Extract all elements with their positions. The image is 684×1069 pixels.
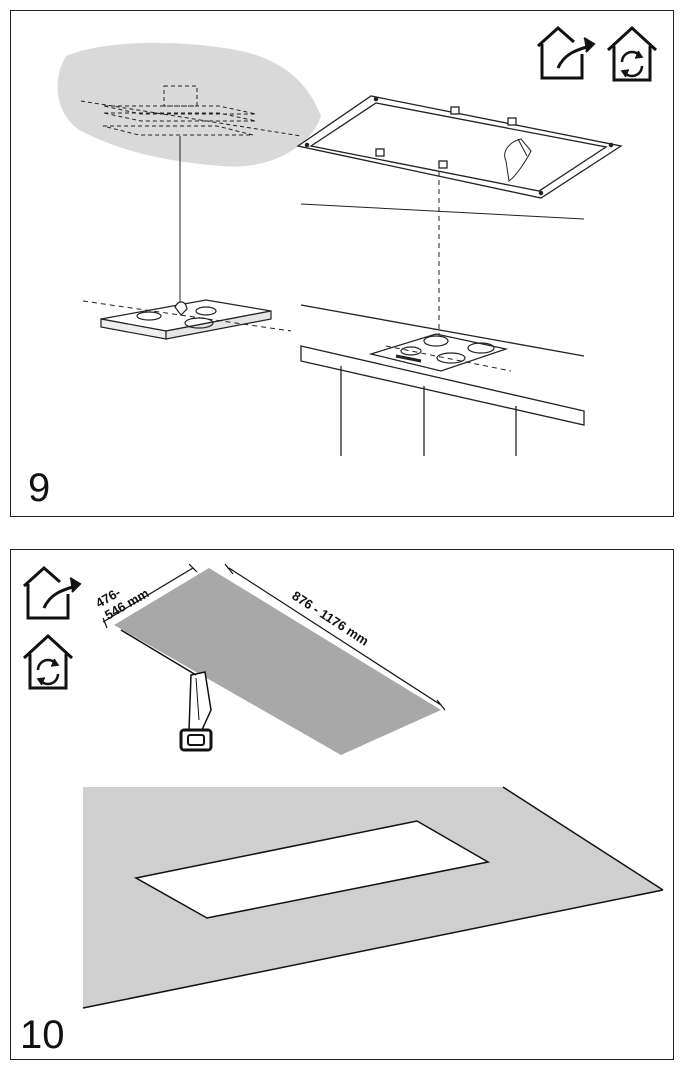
house-recycle-icon <box>606 25 658 82</box>
step-10-panel: 476- 546 mm 876 - 1176 mm <box>10 549 674 1060</box>
hood-unit-drawing <box>100 299 272 340</box>
house-export-icon <box>22 565 82 620</box>
countertop-surface <box>83 787 663 1008</box>
dimension-lines <box>102 563 446 711</box>
step-9-panel: 9 <box>10 10 674 517</box>
step-number: 9 <box>28 466 51 510</box>
ceiling-area <box>57 42 321 167</box>
hood-template-frame <box>296 95 623 199</box>
step-number: 10 <box>20 1013 65 1057</box>
house-export-icon <box>536 25 596 80</box>
step-9-illustration <box>57 25 658 456</box>
jigsaw-icon <box>179 671 213 752</box>
cutout-template <box>114 568 441 755</box>
countertop <box>300 304 585 456</box>
cooktop <box>368 333 509 372</box>
ceiling-dashed-frame <box>80 85 302 137</box>
house-recycle-icon <box>22 633 74 690</box>
step-10-illustration: 476- 546 mm 876 - 1176 mm <box>22 563 664 1009</box>
countertop-cutout-hole <box>133 820 491 919</box>
